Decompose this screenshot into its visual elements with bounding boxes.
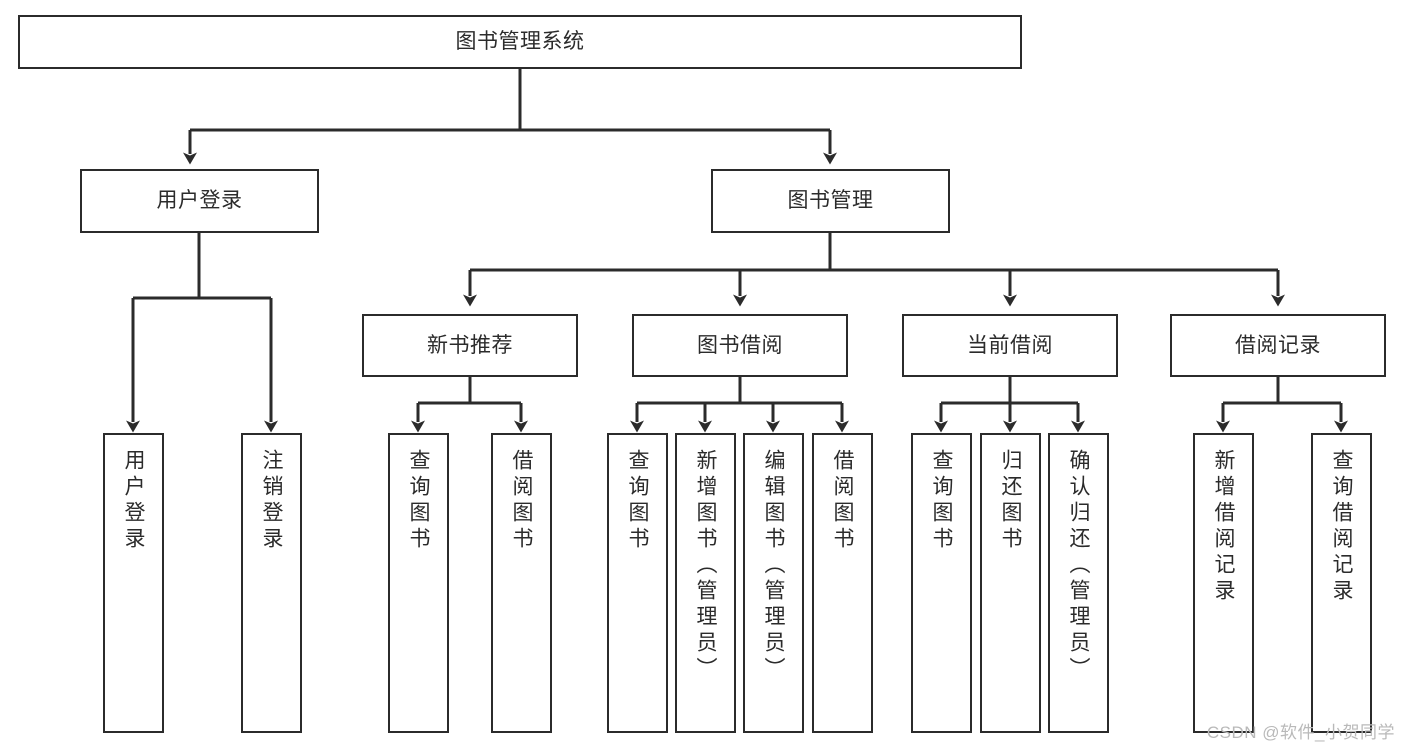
node-leaf-add-record[interactable]: 新增借阅记录 — [1193, 433, 1254, 733]
watermark: CSDN @软件_小贺同学 — [1206, 723, 1395, 742]
node-leaf-confirm-return-label: 确认归还（管理员） — [1067, 449, 1090, 683]
node-book-manage-label: 图书管理 — [787, 189, 874, 213]
node-leaf-user-logout[interactable]: 注销登录 — [241, 433, 302, 733]
node-leaf-query-book-1-label: 查询图书 — [407, 449, 430, 553]
node-user-login[interactable]: 用户登录 — [80, 169, 319, 233]
node-new-book-recommend[interactable]: 新书推荐 — [362, 314, 578, 377]
node-root-label: 图书管理系统 — [455, 30, 585, 54]
node-leaf-edit-book-label: 编辑图书（管理员） — [762, 449, 785, 683]
node-leaf-return-book[interactable]: 归还图书 — [980, 433, 1041, 733]
node-borrow-record-label: 借阅记录 — [1235, 333, 1321, 357]
node-current-borrow-label: 当前借阅 — [967, 333, 1053, 357]
node-leaf-borrow-book-1[interactable]: 借阅图书 — [491, 433, 552, 733]
node-root[interactable]: 图书管理系统 — [18, 15, 1022, 69]
node-leaf-borrow-book-2-label: 借阅图书 — [831, 449, 854, 553]
node-leaf-query-book-3[interactable]: 查询图书 — [911, 433, 972, 733]
node-leaf-user-login-label: 用户登录 — [122, 449, 145, 553]
node-book-borrow-label: 图书借阅 — [697, 333, 783, 357]
node-leaf-edit-book[interactable]: 编辑图书（管理员） — [743, 433, 804, 733]
node-leaf-return-book-label: 归还图书 — [999, 449, 1022, 553]
node-leaf-user-logout-label: 注销登录 — [260, 449, 283, 553]
node-leaf-query-book-3-label: 查询图书 — [930, 449, 953, 553]
node-leaf-confirm-return[interactable]: 确认归还（管理员） — [1048, 433, 1109, 733]
node-book-borrow[interactable]: 图书借阅 — [632, 314, 848, 377]
node-leaf-query-record[interactable]: 查询借阅记录 — [1311, 433, 1372, 733]
node-user-login-label: 用户登录 — [156, 189, 243, 213]
node-leaf-borrow-book-1-label: 借阅图书 — [510, 449, 533, 553]
node-new-book-recommend-label: 新书推荐 — [427, 333, 513, 357]
node-leaf-add-book[interactable]: 新增图书（管理员） — [675, 433, 736, 733]
node-leaf-query-book-2-label: 查询图书 — [626, 449, 649, 553]
node-leaf-query-book-2[interactable]: 查询图书 — [607, 433, 668, 733]
node-leaf-query-book-1[interactable]: 查询图书 — [388, 433, 449, 733]
node-book-manage[interactable]: 图书管理 — [711, 169, 950, 233]
node-current-borrow[interactable]: 当前借阅 — [902, 314, 1118, 377]
node-leaf-user-login[interactable]: 用户登录 — [103, 433, 164, 733]
node-borrow-record[interactable]: 借阅记录 — [1170, 314, 1386, 377]
node-leaf-borrow-book-2[interactable]: 借阅图书 — [812, 433, 873, 733]
node-leaf-add-record-label: 新增借阅记录 — [1212, 449, 1235, 605]
node-leaf-add-book-label: 新增图书（管理员） — [694, 449, 717, 683]
node-leaf-query-record-label: 查询借阅记录 — [1330, 449, 1353, 605]
